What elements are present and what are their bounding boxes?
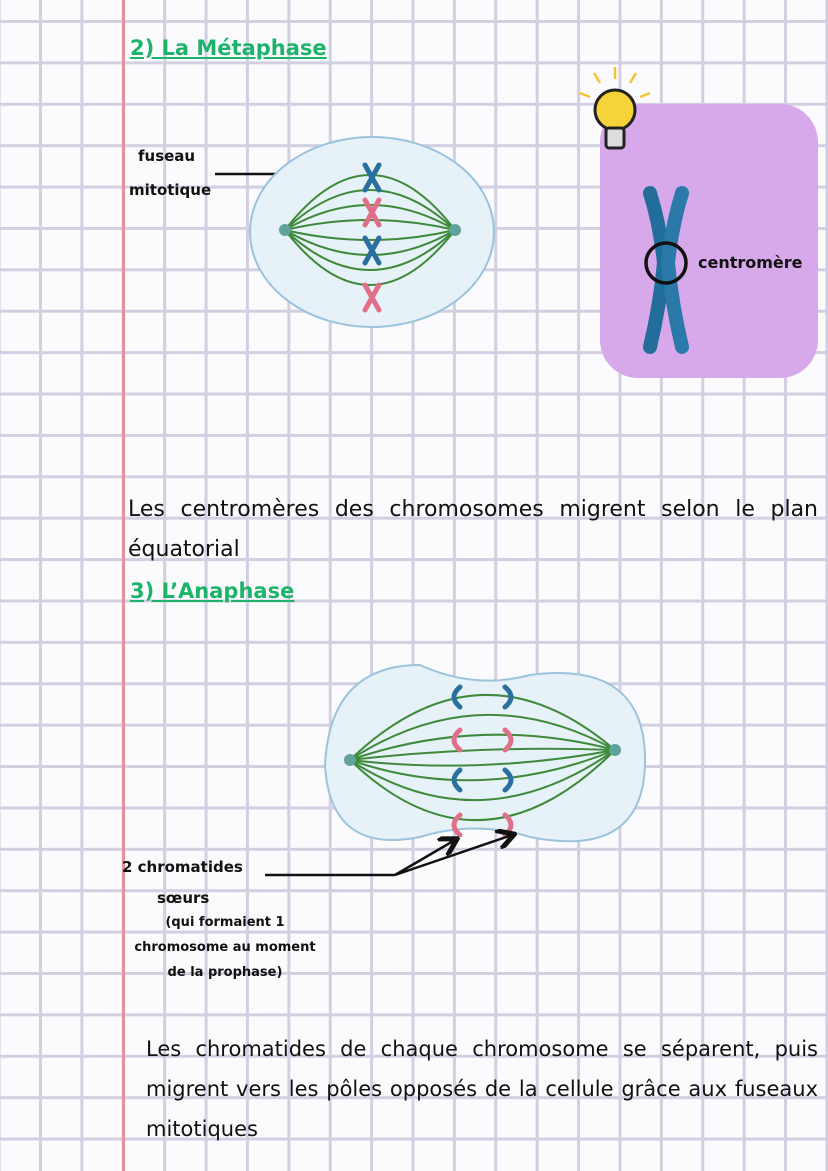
lightbulb-icon	[579, 67, 651, 150]
label-spindle-line1: fuseau	[138, 147, 196, 165]
label-chromatids-line2: sœurs	[157, 889, 210, 907]
chromosome-illustration	[643, 186, 689, 354]
anaphase-text: Les chromatides de chaque chromosome se …	[146, 1037, 818, 1141]
note-line1: (qui formaient 1	[165, 915, 285, 930]
label-chromatids-line1: 2 chromatides	[122, 858, 243, 876]
note-line3: de la prophase)	[167, 965, 283, 980]
anaphase-cell-diagram	[265, 663, 647, 877]
label-spindle-line2: mitotique	[129, 181, 212, 199]
metaphase-text: Les centromères des chromosomes migrent …	[128, 497, 818, 562]
label-centromere: centromère	[698, 253, 803, 272]
note-line2: chromosome au moment	[134, 940, 316, 955]
centromere-card	[600, 104, 818, 378]
margin-line	[122, 0, 125, 1171]
metaphase-cell-diagram	[215, 136, 495, 328]
section-title-anaphase: 3) L’Anaphase	[130, 579, 295, 603]
section-title-metaphase: 2) La Métaphase	[130, 36, 327, 60]
chromatids-note: (qui formaient 1 chromosome au moment de…	[125, 910, 325, 985]
